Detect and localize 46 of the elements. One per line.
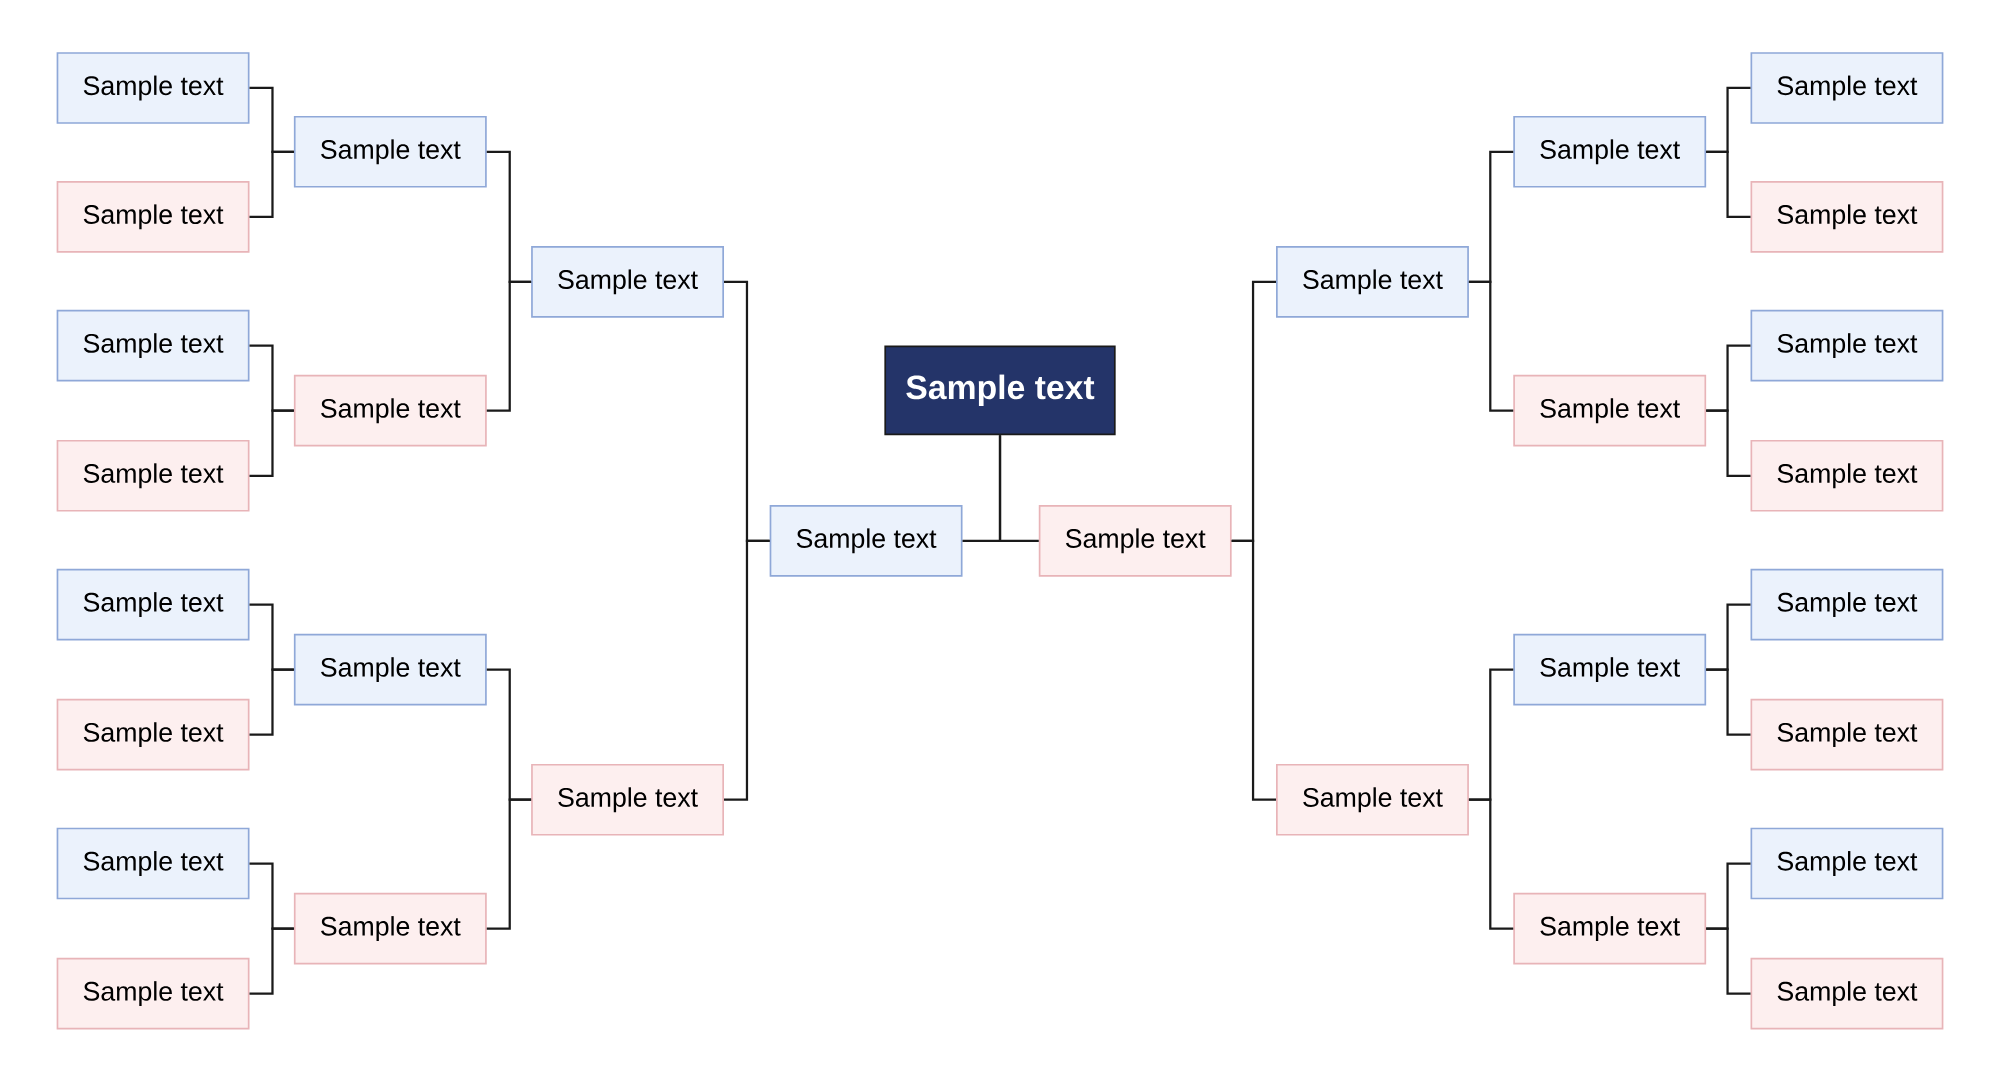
connector-line (724, 539, 770, 801)
bracket-box: Sample text (1513, 892, 1707, 965)
bracket-box: Sample text (531, 763, 724, 836)
bracket-box: Sample text (1513, 115, 1707, 188)
bracket-box: Sample text (1750, 568, 1944, 641)
bracket-box: Sample text (1750, 698, 1944, 771)
connector-line (1706, 927, 1751, 995)
connector-line (1706, 668, 1751, 736)
connector-line (998, 435, 1039, 542)
bracket-box: Sample text (56, 309, 250, 382)
connector-line (249, 927, 294, 995)
bracket-box: Sample text (1750, 827, 1944, 900)
bracket-box: Sample text (1750, 52, 1944, 124)
bracket-box: Sample text (1750, 309, 1944, 382)
bracket-box: Sample text (1513, 633, 1707, 706)
connector-line (486, 280, 532, 412)
bracket-box: Sample text (1750, 439, 1944, 512)
bracket-box: Sample text (1038, 504, 1232, 577)
bracket-box: Sample text (1276, 246, 1469, 318)
connector-line (1706, 409, 1751, 477)
bracket-box: Sample text (56, 568, 250, 641)
bracket-box: Sample text (56, 827, 250, 900)
bracket-box: Sample text (56, 957, 250, 1030)
connector-line (1468, 280, 1514, 412)
bracket-box: Sample text (1513, 374, 1707, 447)
connector-line (1468, 798, 1514, 930)
connector-line (249, 150, 294, 218)
bracket-box: Sample text (769, 504, 963, 577)
bracket-box: Sample text (1276, 763, 1469, 836)
bracket-box: Sample text (293, 892, 487, 965)
bracket-box: Sample text (293, 374, 487, 447)
bracket-box: Sample text (1750, 180, 1944, 253)
connector-line (249, 409, 294, 477)
bracket-box: Sample text (293, 115, 487, 188)
connector-line (1231, 539, 1276, 801)
bracket-box: Sample text (56, 180, 250, 253)
bracket-box: Sample text (56, 698, 250, 771)
bracket-box: Sample text (56, 52, 250, 124)
bracket-box: Sample text (293, 633, 487, 706)
connector-line (249, 668, 294, 736)
title-box: Sample text (884, 345, 1116, 436)
bracket-box: Sample text (56, 439, 250, 512)
connector-line (1706, 150, 1751, 218)
bracket-box: Sample text (531, 246, 724, 318)
connector-line (486, 798, 532, 930)
bracket-box: Sample text (1750, 957, 1944, 1030)
